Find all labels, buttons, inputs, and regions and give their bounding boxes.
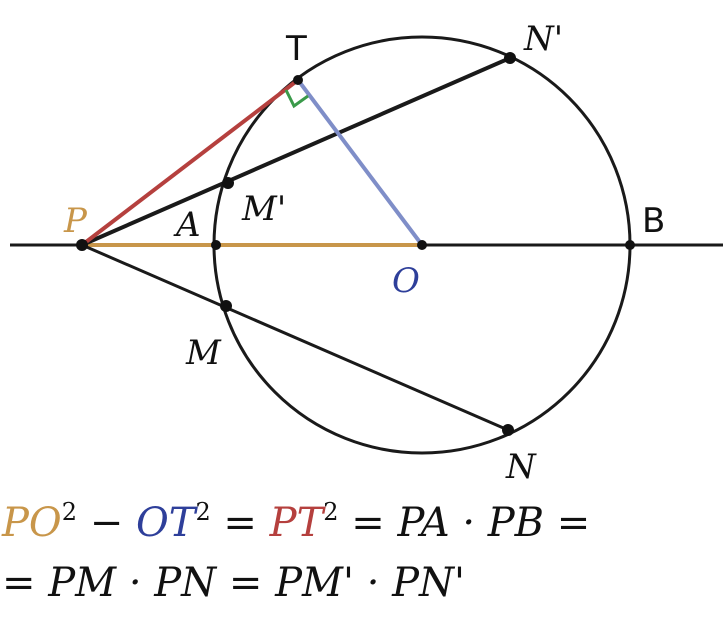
dot-n-prime bbox=[504, 52, 516, 64]
formula-eq: = bbox=[211, 500, 270, 546]
formula-sq: 2 bbox=[195, 498, 210, 526]
secant-pn-prime bbox=[81, 56, 511, 247]
label-o: O bbox=[392, 261, 420, 301]
secant-pn bbox=[81, 243, 509, 432]
dot-o bbox=[417, 240, 427, 250]
formula-ot: OT bbox=[136, 500, 199, 546]
label-a: A bbox=[173, 205, 201, 245]
label-n-prime: N' bbox=[523, 19, 563, 59]
label-m-prime: M' bbox=[241, 189, 286, 229]
dot-n bbox=[502, 424, 514, 436]
formula-po: PO bbox=[1, 500, 62, 546]
dot-m-prime bbox=[222, 177, 234, 189]
formula-sq: 2 bbox=[62, 498, 77, 526]
right-angle-mark bbox=[284, 89, 309, 109]
label-n: N bbox=[505, 447, 537, 487]
dot-a bbox=[211, 240, 221, 250]
formula-sq: 2 bbox=[323, 498, 338, 526]
dot-p bbox=[76, 239, 88, 251]
label-b: B bbox=[642, 201, 665, 241]
tangent-pt bbox=[80, 78, 300, 247]
point-dots bbox=[76, 52, 635, 436]
label-t: T bbox=[285, 29, 307, 69]
label-m: M bbox=[185, 333, 222, 373]
dot-t bbox=[293, 75, 303, 85]
formula-line-2: = PM · PN = PM' · PN' bbox=[2, 560, 465, 606]
formula-pt: PT bbox=[269, 500, 327, 546]
formula-rest: = PA · PB = bbox=[339, 500, 591, 546]
formula-minus: − bbox=[77, 500, 136, 546]
radius-ot bbox=[296, 78, 424, 247]
formula-line-1: PO2 − OT2 = PT2 = PA · PB = bbox=[1, 498, 590, 546]
dot-m bbox=[220, 300, 232, 312]
label-p: P bbox=[63, 201, 88, 241]
dot-b bbox=[625, 240, 635, 250]
